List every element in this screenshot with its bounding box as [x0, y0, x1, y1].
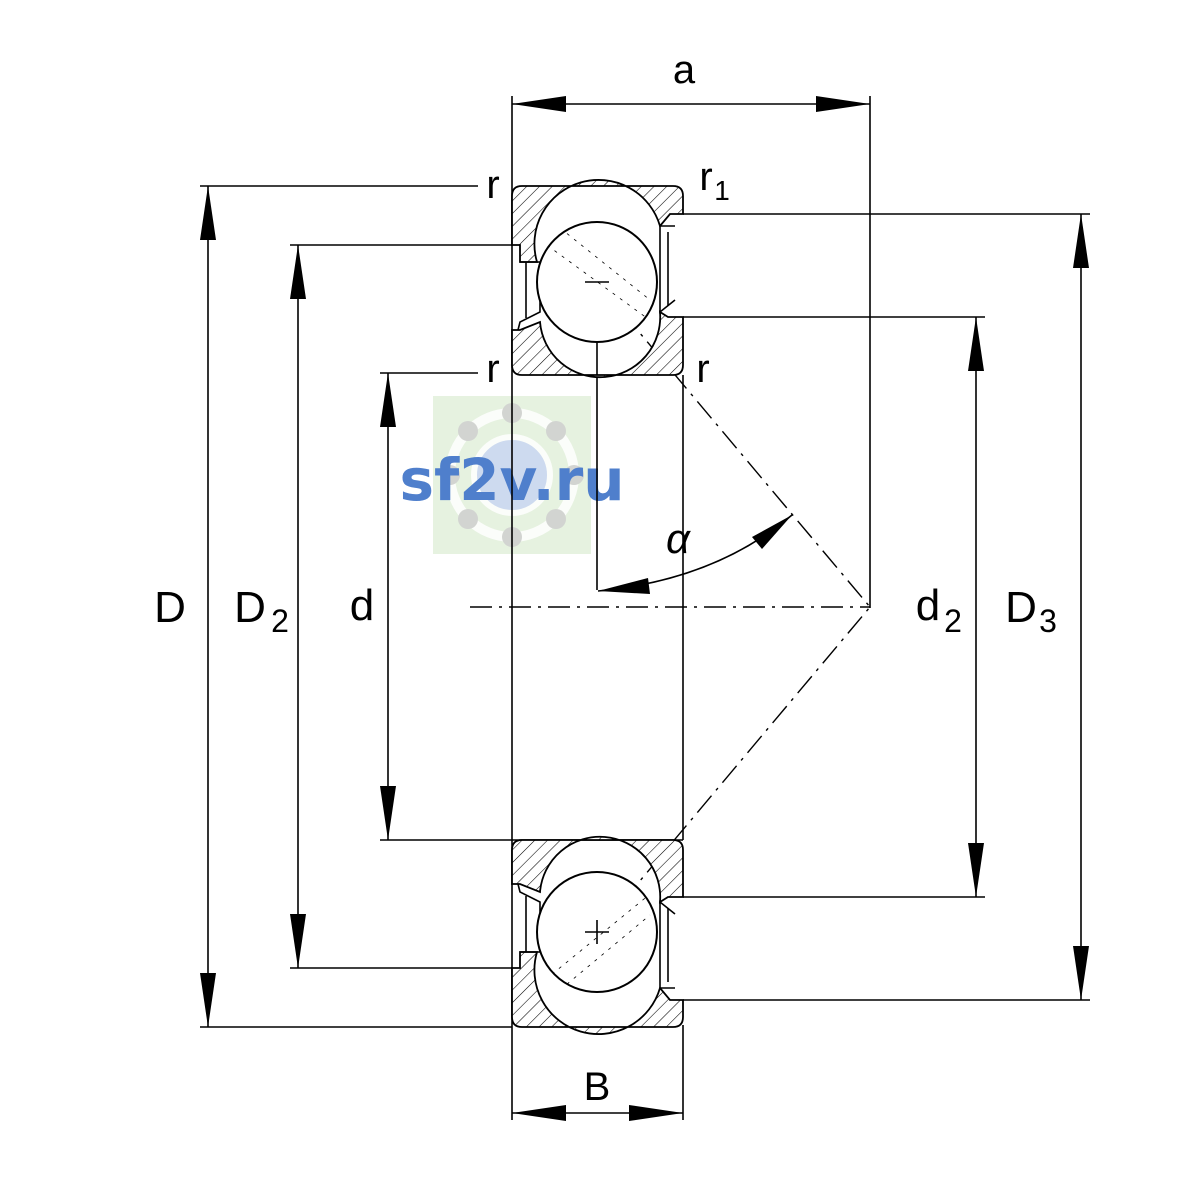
- alpha-arrow-end: [752, 515, 792, 549]
- label-alpha: α: [666, 515, 691, 562]
- label-r1: r 1: [699, 155, 729, 206]
- label-r-mid-right: r: [696, 347, 709, 391]
- contact-angle-arc: [597, 514, 793, 594]
- label-d2-outer-sub: 2: [271, 603, 289, 639]
- d3-arrow-bottom: [1073, 946, 1089, 1000]
- label-d3-main: D: [1005, 583, 1037, 632]
- d3-arrow-top: [1073, 214, 1089, 268]
- label-bore-d: d: [350, 581, 374, 630]
- alpha-arrow-start: [598, 578, 650, 594]
- label-r1-sub: 1: [714, 175, 730, 206]
- label-a: a: [673, 48, 696, 92]
- label-r1-main: r: [699, 155, 712, 199]
- d2-outer-arrow-top: [290, 245, 306, 299]
- b-arrow-right: [629, 1105, 683, 1121]
- label-d3: D 3: [1005, 583, 1057, 639]
- dimension-labels: a B D D 2 d d 2 D 3 r r 1 r r α: [154, 48, 1057, 1109]
- d2-inner-arrow-bottom: [968, 843, 984, 897]
- label-d3-sub: 3: [1039, 603, 1057, 639]
- d2-outer-arrow-bottom: [290, 914, 306, 968]
- label-r-mid-left: r: [486, 347, 499, 391]
- bore-arrow-bottom: [380, 786, 396, 840]
- d-outer-arrow-top: [200, 186, 216, 240]
- label-d2-inner-sub: 2: [944, 603, 962, 639]
- a-arrow-left: [512, 96, 566, 112]
- label-d2-outer-main: D: [234, 583, 266, 632]
- bore-arrow-top: [380, 373, 396, 427]
- label-d2-inner: d 2: [916, 581, 962, 639]
- b-arrow-left: [512, 1105, 566, 1121]
- d-outer-arrow-bottom: [200, 973, 216, 1027]
- center-lines: [470, 281, 871, 933]
- label-r-top-left: r: [486, 163, 499, 207]
- bearing-section-bottom: [511, 835, 684, 1035]
- label-d2-outer: D 2: [234, 583, 289, 639]
- bearing-section-top: [511, 179, 684, 379]
- label-d2-inner-main: d: [916, 581, 940, 630]
- label-b-width: B: [584, 1065, 611, 1109]
- a-arrow-right: [816, 96, 870, 112]
- label-d-outer: D: [154, 583, 186, 632]
- d2-inner-arrow-top: [968, 317, 984, 371]
